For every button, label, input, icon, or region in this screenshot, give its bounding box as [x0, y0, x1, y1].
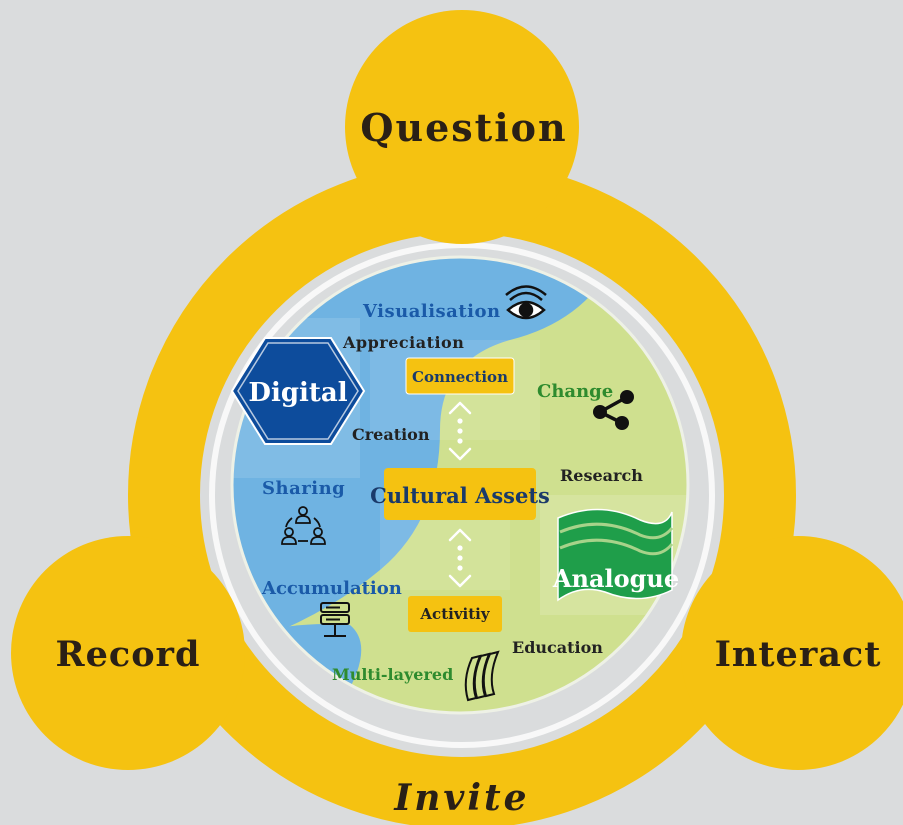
creation-label: Creation: [352, 425, 430, 444]
multi-layered-label: Multi-layered: [332, 665, 453, 684]
cultural-assets-box: Cultural Assets: [370, 468, 550, 520]
digital-hexagon: Digital: [230, 337, 366, 445]
question-node: Question: [345, 10, 579, 244]
share-icon: [593, 390, 634, 430]
sharing-label: Sharing: [262, 478, 345, 499]
analogue-banner: Analogue: [552, 508, 679, 602]
question-label: Question: [360, 105, 567, 150]
activity-label: Activitiy: [419, 605, 490, 623]
people-cycle-icon: [281, 506, 326, 545]
connection-label: Connection: [412, 368, 508, 386]
research-label: Research: [560, 466, 643, 485]
invite-label: Invite: [393, 777, 529, 819]
record-node: Record: [11, 536, 245, 770]
server-icon: [320, 602, 350, 637]
accumulation-label: Accumulation: [261, 578, 402, 599]
visualisation-label: Visualisation: [362, 301, 501, 322]
double-arrow-icon: [448, 401, 472, 461]
eye-icon: [505, 285, 547, 320]
interact-label: Interact: [715, 634, 882, 675]
connection-box: Connection: [405, 357, 515, 395]
layers-icon: [464, 650, 500, 702]
activity-box: Activitiy: [408, 596, 502, 632]
analogue-label: Analogue: [552, 564, 679, 593]
double-arrow-icon: [448, 528, 472, 588]
change-label: Change: [537, 381, 613, 402]
record-label: Record: [56, 634, 201, 675]
interact-node: Interact: [681, 536, 903, 770]
education-label: Education: [512, 638, 603, 657]
cultural-assets-label: Cultural Assets: [370, 483, 550, 508]
appreciation-label: Appreciation: [342, 333, 464, 352]
digital-label: Digital: [248, 378, 347, 408]
